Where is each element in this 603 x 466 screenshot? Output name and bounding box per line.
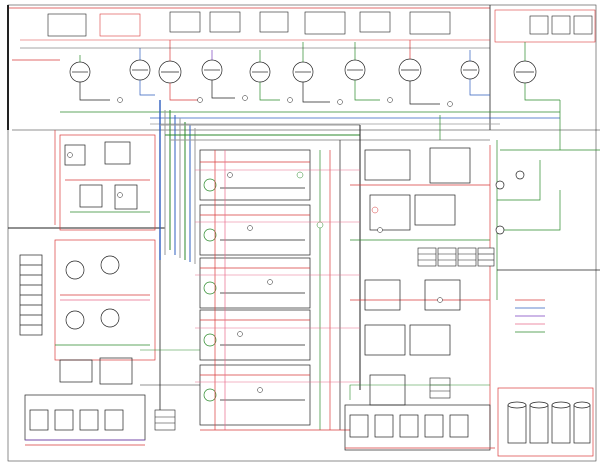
stack-unit-3 <box>199 257 311 309</box>
tank-4 <box>573 401 591 444</box>
bottom-right-tanks <box>497 387 594 457</box>
reactor-9 <box>460 50 480 80</box>
reactor-8 <box>398 40 422 82</box>
stack-unit-1 <box>199 149 311 201</box>
reactor-2 <box>129 48 151 81</box>
stack-unit-2 <box>199 204 311 256</box>
tank-3 <box>551 401 571 444</box>
top-header-modules <box>47 9 596 43</box>
valves-instruments <box>67 95 453 393</box>
reactor-outlet-piping <box>20 39 560 125</box>
right-middle-area <box>350 140 498 440</box>
reactor-6 <box>292 42 314 83</box>
table-4 <box>477 247 495 267</box>
frame-lines <box>7 4 600 462</box>
reactor-row <box>69 40 537 84</box>
stack-unit-4 <box>199 309 311 361</box>
reactor-5 <box>249 50 271 83</box>
reactor-1 <box>69 55 91 83</box>
bottom-left-tanks <box>24 394 146 446</box>
left-process-units <box>54 130 156 231</box>
table-3 <box>457 247 477 267</box>
table-5 <box>429 377 451 399</box>
bottom-manifold <box>344 404 495 451</box>
left-equipment-column <box>19 239 156 385</box>
tank-1 <box>507 401 527 444</box>
trunk-bundle <box>159 100 490 390</box>
process-lines <box>140 169 490 400</box>
table-6 <box>154 409 176 431</box>
legend <box>515 299 545 333</box>
data-tables <box>154 247 495 431</box>
table-1 <box>417 247 437 267</box>
middle-reactor-stack <box>199 140 350 431</box>
right-utilities <box>439 100 600 271</box>
table-2 <box>437 247 457 267</box>
reactor-10 <box>513 42 537 84</box>
reactor-7 <box>344 42 366 81</box>
reactor-3 <box>158 40 182 84</box>
tank-2 <box>529 401 549 444</box>
reactor-4 <box>201 50 223 81</box>
stack-unit-5 <box>199 364 311 426</box>
